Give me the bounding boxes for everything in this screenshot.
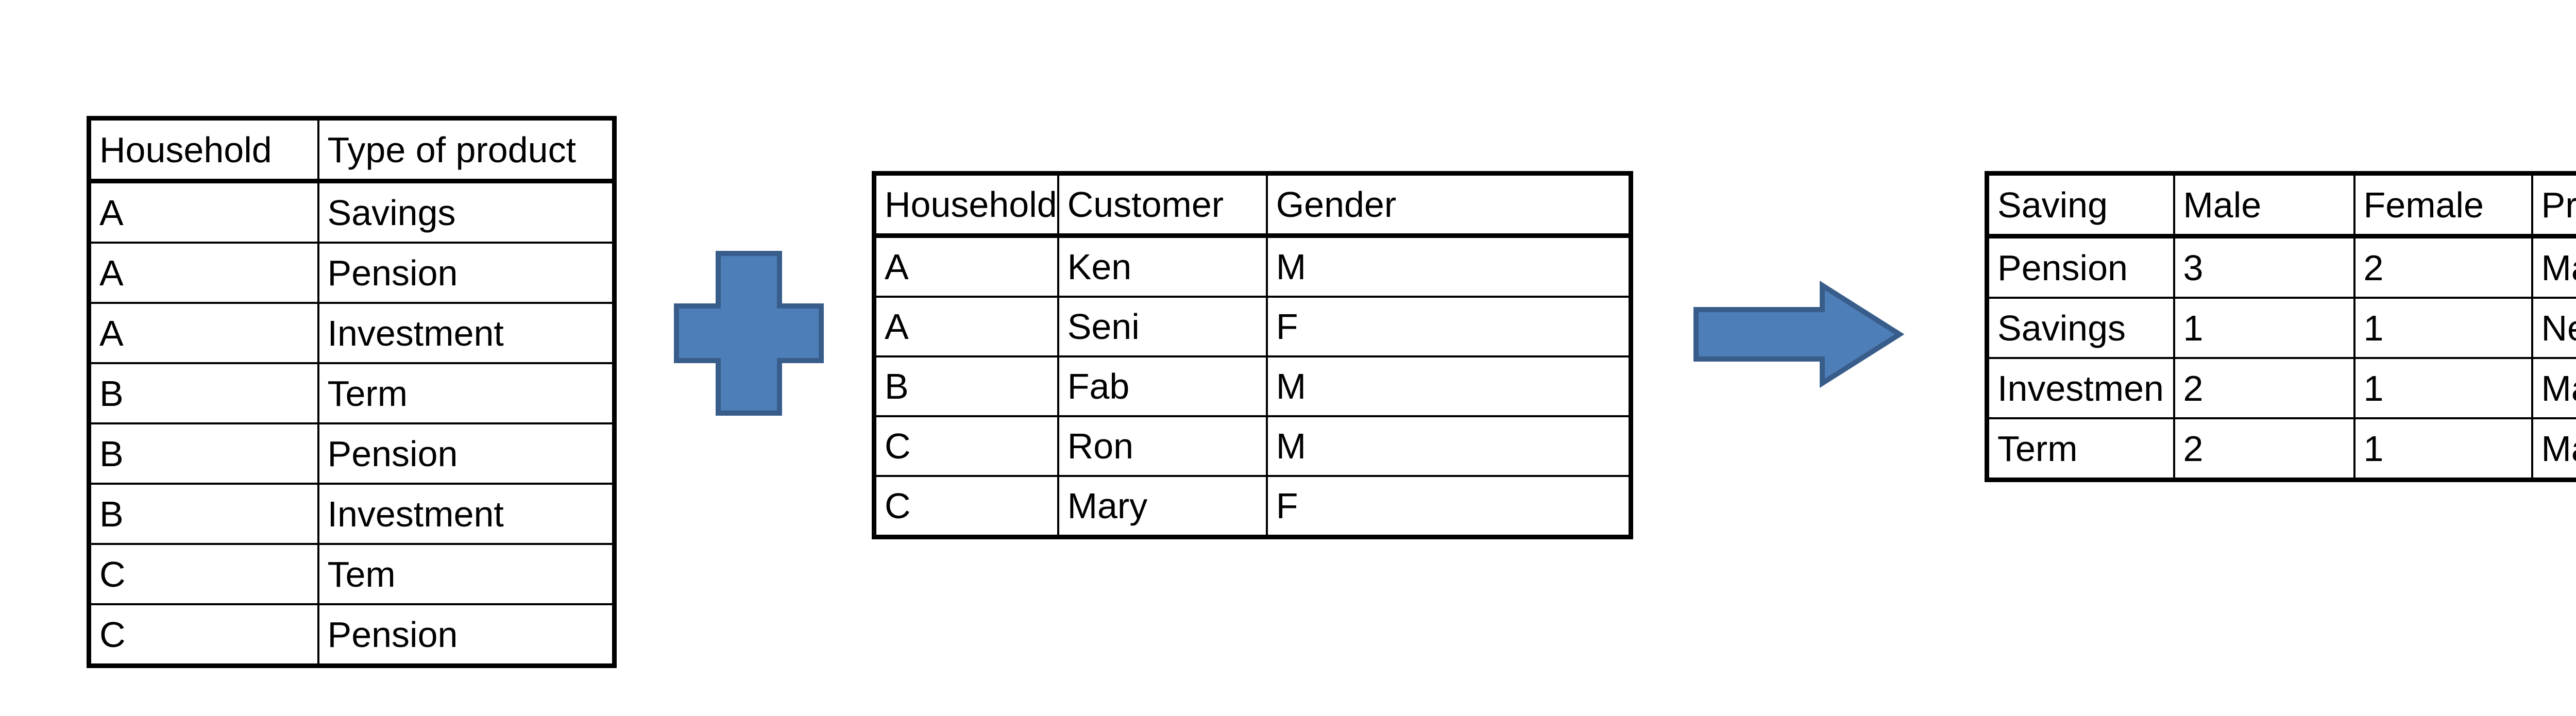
- plus-icon: [674, 251, 824, 416]
- table-cell: Tem: [317, 543, 616, 605]
- table-row: A Pension: [88, 242, 616, 304]
- table-row: C Mary F: [873, 475, 1632, 538]
- products-table: Household Type of product A Savings A Pe…: [87, 116, 617, 668]
- table-cell: Fab: [1057, 355, 1268, 417]
- table-row: Pension 3 2 Male Biased: [1986, 235, 2576, 299]
- table-cell: F: [1265, 296, 1632, 357]
- table-cell: C: [88, 543, 319, 605]
- table-cell: 1: [2353, 357, 2533, 419]
- arrow-shape: [1693, 280, 1905, 388]
- table-cell: Male Biased: [2531, 235, 2576, 299]
- column-header-customer: Customer: [1057, 172, 1268, 238]
- table-cell: Mary: [1057, 475, 1268, 538]
- column-header-product-type: Product Type: [2531, 172, 2576, 238]
- table-cell: Term: [317, 362, 616, 424]
- table-row: C Pension: [88, 603, 616, 667]
- table-row: Savings 1 1 Neutral: [1986, 297, 2576, 359]
- table-row: A Ken M: [873, 234, 1632, 298]
- table-cell: B: [88, 422, 319, 485]
- column-header-household: Household: [873, 172, 1059, 238]
- table-cell: B: [88, 362, 319, 424]
- table-header-row: Saving Male Female Product Type: [1986, 172, 2576, 238]
- table-cell: Male Biased: [2531, 417, 2576, 481]
- table-cell: Seni: [1057, 296, 1268, 357]
- column-header-male: Male: [2173, 172, 2355, 238]
- table-cell: A: [873, 296, 1059, 357]
- table-row: A Seni F: [873, 296, 1632, 357]
- table-cell: A: [873, 234, 1059, 298]
- table-cell: M: [1265, 415, 1632, 477]
- column-header-female: Female: [2353, 172, 2533, 238]
- table-cell: B: [873, 355, 1059, 417]
- table-row: B Fab M: [873, 355, 1632, 417]
- table-row: Term 2 1 Male Biased: [1986, 417, 2576, 481]
- table-cell: Savings: [317, 180, 616, 244]
- table-cell: Pension: [317, 242, 616, 304]
- table-cell: C: [873, 475, 1059, 538]
- table-cell: M: [1265, 355, 1632, 417]
- customers-table: Household Customer Gender A Ken M A Seni…: [872, 171, 1634, 539]
- table-cell: 2: [2173, 357, 2355, 419]
- table-cell: Male Biased: [2531, 357, 2576, 419]
- table-row: A Investment: [88, 302, 616, 364]
- table-cell: Ron: [1057, 415, 1268, 477]
- table-cell: 1: [2353, 297, 2533, 359]
- plus-shape: [674, 251, 824, 416]
- summary-table: Saving Male Female Product Type Pension …: [1985, 171, 2576, 482]
- table-cell: F: [1265, 475, 1632, 538]
- table-cell: Pension: [317, 422, 616, 485]
- column-header-gender: Gender: [1265, 172, 1632, 238]
- table-cell: C: [88, 603, 319, 667]
- column-header-household: Household: [88, 117, 319, 183]
- table-cell: Term: [1986, 417, 2175, 481]
- table-cell: 1: [2353, 417, 2533, 481]
- table-row: C Ron M: [873, 415, 1632, 477]
- table-cell: Neutral: [2531, 297, 2576, 359]
- table-cell: A: [88, 180, 319, 244]
- table-cell: B: [88, 483, 319, 545]
- table-cell: Pension: [317, 603, 616, 667]
- table-cell: A: [88, 242, 319, 304]
- table-header-row: Household Customer Gender: [873, 172, 1632, 238]
- table-row: B Term: [88, 362, 616, 424]
- table-header-row: Household Type of product: [88, 117, 616, 183]
- column-header-type-of-product: Type of product: [317, 117, 616, 183]
- table-row: B Pension: [88, 422, 616, 485]
- table-cell: 1: [2173, 297, 2355, 359]
- table-cell: Pension: [1986, 235, 2175, 299]
- table-cell: 3: [2173, 235, 2355, 299]
- table-cell: 2: [2173, 417, 2355, 481]
- table-cell: Investment: [317, 483, 616, 545]
- table-cell: 2: [2353, 235, 2533, 299]
- table-cell: A: [88, 302, 319, 364]
- table-cell: Ken: [1057, 234, 1268, 298]
- table-row: A Savings: [88, 180, 616, 244]
- table-row: Investmen 2 1 Male Biased: [1986, 357, 2576, 419]
- table-cell: Investment: [317, 302, 616, 364]
- table-cell: Investmen: [1986, 357, 2175, 419]
- arrow-right-icon: [1693, 280, 1905, 388]
- table-row: C Tem: [88, 543, 616, 605]
- table-cell: C: [873, 415, 1059, 477]
- column-header-saving: Saving: [1986, 172, 2175, 238]
- table-cell: M: [1265, 234, 1632, 298]
- table-cell: Savings: [1986, 297, 2175, 359]
- table-row: B Investment: [88, 483, 616, 545]
